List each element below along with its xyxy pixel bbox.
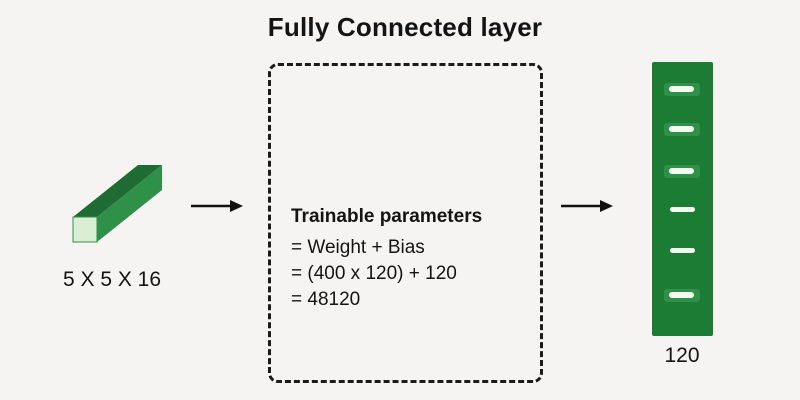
neuron-dash — [664, 83, 700, 96]
prism-side-face — [97, 165, 162, 242]
params-heading: Trainable parameters — [291, 206, 483, 227]
prism-front-face — [72, 216, 98, 243]
neuron-dash — [664, 289, 700, 302]
neuron-dash-line — [669, 126, 694, 132]
params-line-total: = 48120 — [291, 289, 361, 310]
neuron-dash — [670, 207, 695, 212]
prism-top-face — [73, 165, 162, 217]
fc-output-bar — [652, 62, 713, 336]
trainable-parameters-box: Trainable parameters = Weight + Bias = (… — [268, 63, 543, 383]
neuron-dash-line — [669, 292, 694, 298]
output-size-label: 120 — [664, 344, 700, 367]
neuron-dash — [664, 123, 700, 136]
diagram-title: Fully Connected layer — [267, 12, 543, 42]
neuron-dash — [670, 248, 695, 253]
input-shape-label: 5 X 5 X 16 — [62, 268, 162, 291]
params-line-weight-bias: = Weight + Bias — [291, 237, 425, 258]
neuron-dash-line — [669, 168, 694, 174]
arrow-right-icon — [191, 200, 243, 212]
arrow-right-icon — [561, 200, 613, 212]
neuron-dash — [664, 165, 700, 178]
trainable-parameters-text: Trainable parameters = Weight + Bias = (… — [291, 203, 482, 313]
input-volume-prism-icon — [72, 165, 162, 243]
neuron-dash-line — [669, 86, 694, 92]
params-line-formula: = (400 x 120) + 120 — [291, 263, 457, 284]
